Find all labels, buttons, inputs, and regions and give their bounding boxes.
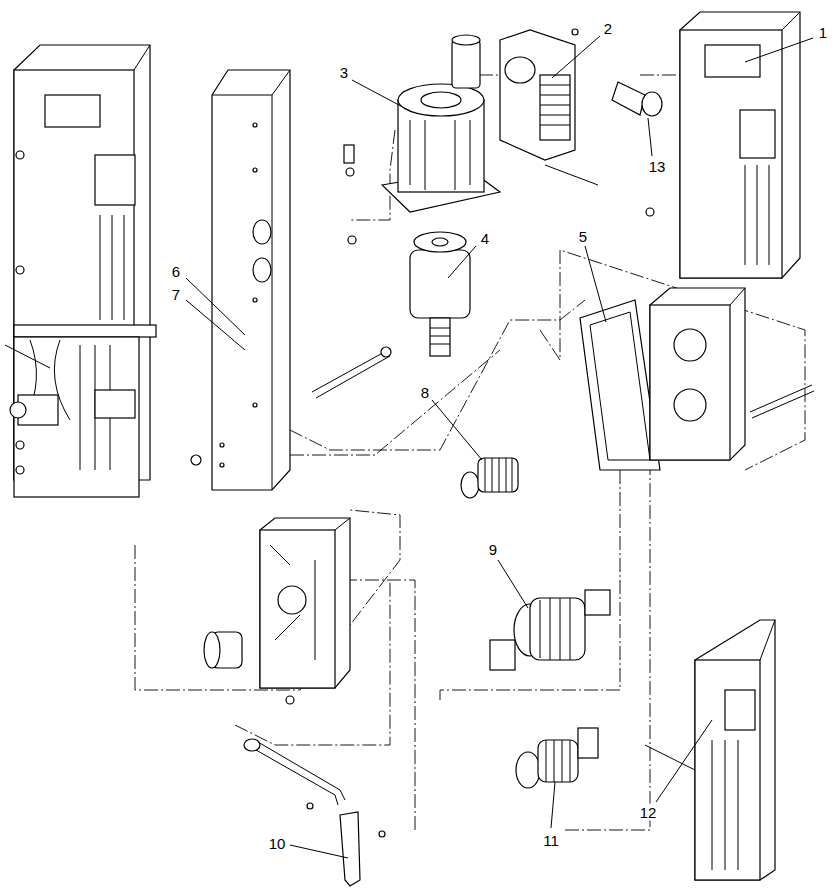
callout-number: 6 (170, 263, 182, 280)
motor (344, 84, 500, 244)
callout-number: 7 (170, 286, 182, 303)
handle (244, 739, 385, 886)
rotor (410, 232, 470, 356)
callout-number: 10 (267, 835, 288, 852)
gear-shaft (461, 458, 518, 498)
knob (612, 82, 662, 116)
callout-number: 1 (817, 24, 829, 41)
mounting-plate (191, 70, 391, 490)
callout-number: 13 (647, 158, 668, 175)
lower-housing (204, 518, 350, 704)
callout-number: 4 (479, 230, 491, 247)
side-cover (645, 620, 775, 880)
callout-number: 11 (541, 832, 561, 849)
callout-number: 3 (338, 64, 350, 81)
callout-number: 9 (487, 541, 499, 558)
callout-number: 8 (419, 384, 431, 401)
callout-number: 12 (638, 804, 659, 821)
terminal-block (452, 29, 598, 185)
gear-shaft (516, 728, 598, 788)
callout-number: 2 (602, 20, 614, 37)
callout-number: 5 (577, 228, 589, 245)
gasket-and-housing (580, 288, 814, 470)
top-cover (646, 12, 800, 278)
assembled-unit (5, 45, 156, 497)
leader-lines (186, 36, 813, 858)
gear-assembly (490, 590, 610, 670)
